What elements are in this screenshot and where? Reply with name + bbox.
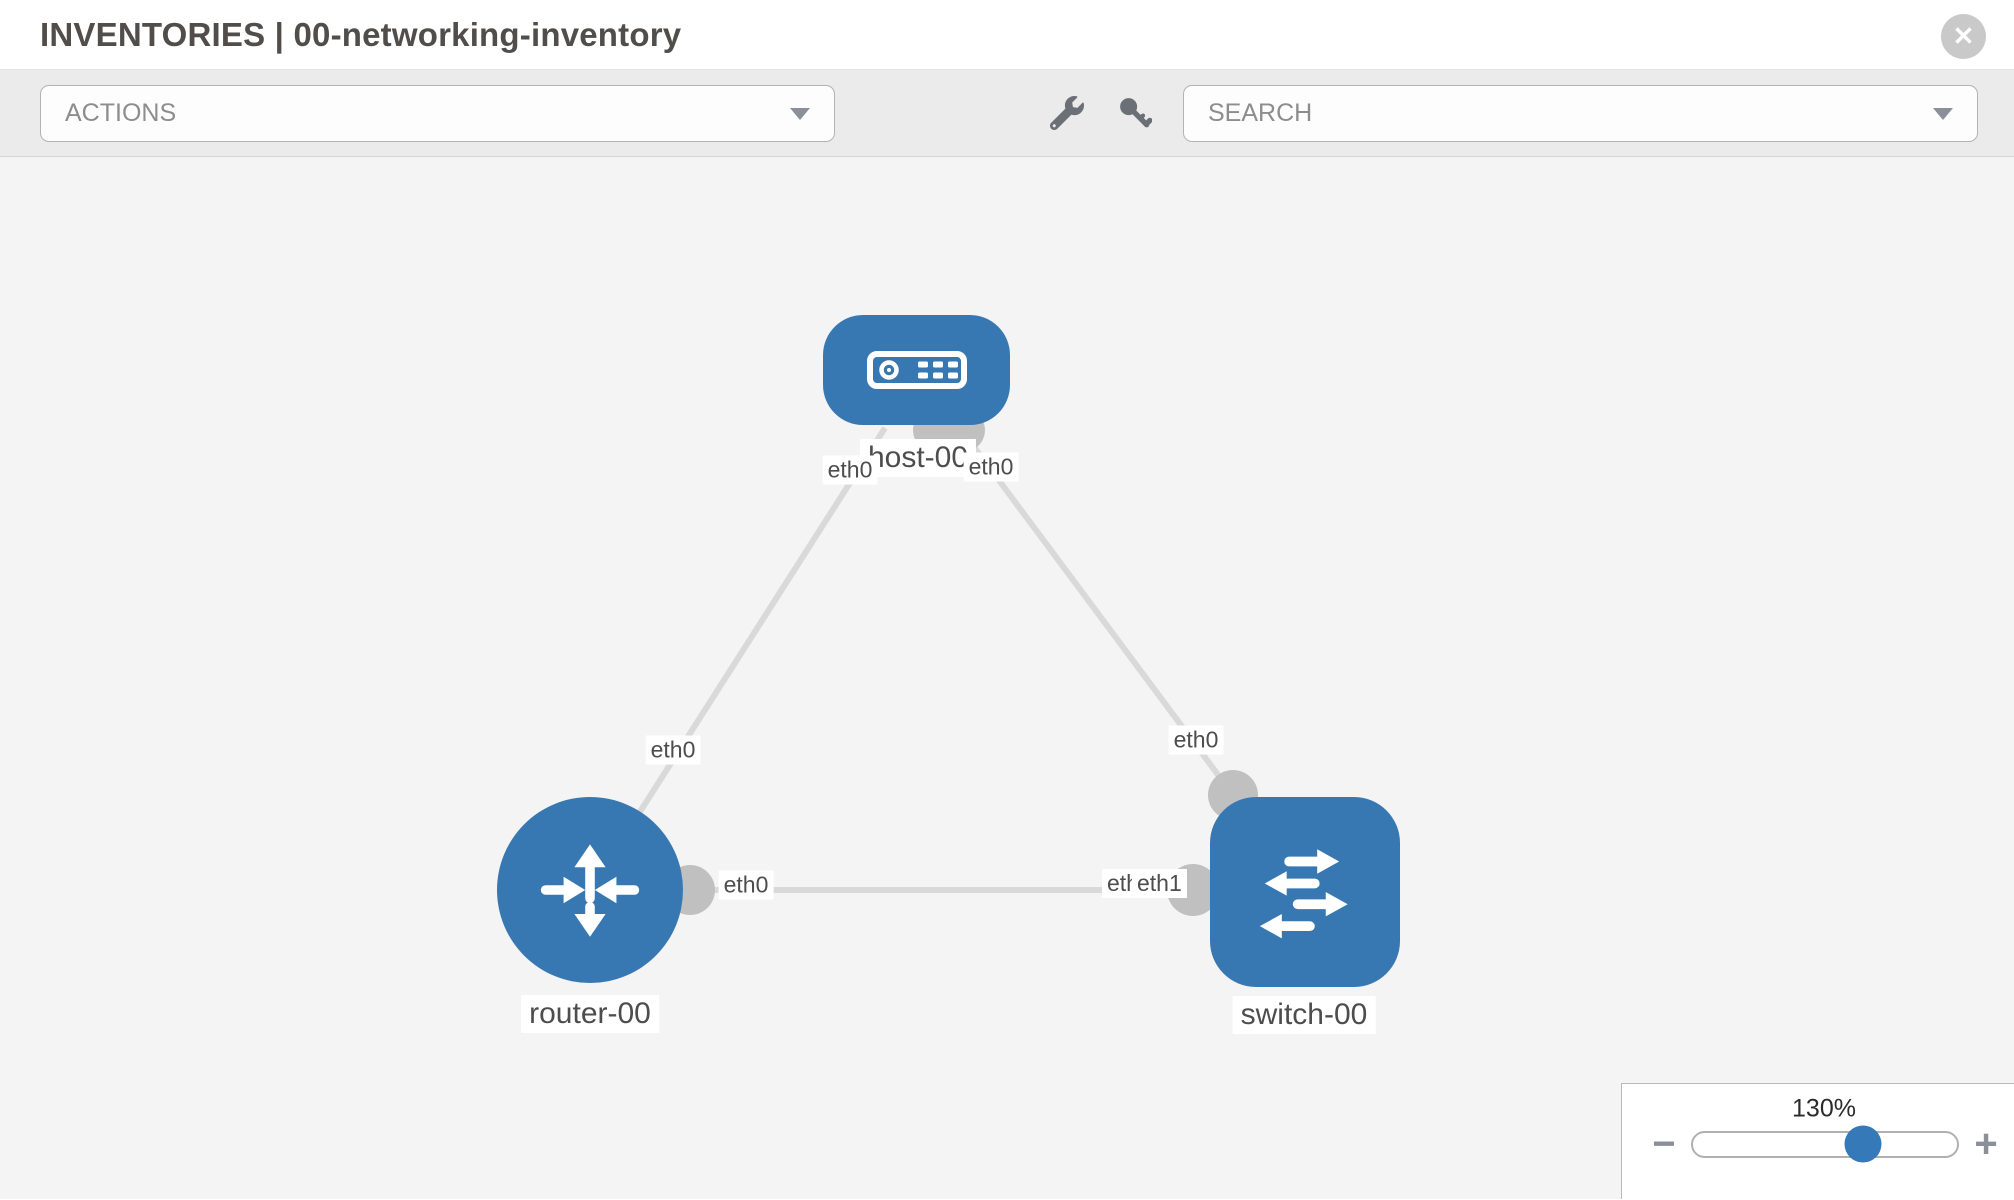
router-icon (540, 844, 640, 937)
zoom-out-button[interactable]: − (1652, 1122, 1676, 1166)
topology-links-layer (587, 408, 1258, 916)
zoom-level-value: 130% (1792, 1094, 1856, 1123)
node-host-00[interactable] (823, 315, 1010, 425)
zoom-slider-handle[interactable] (1844, 1125, 1882, 1163)
wrench-icon (1050, 96, 1084, 130)
actions-dropdown[interactable]: ACTIONS (40, 85, 835, 142)
node-router-00[interactable] (497, 797, 683, 983)
node-label-router-00: router-00 (521, 995, 659, 1033)
close-icon[interactable]: ✕ (1941, 14, 1986, 59)
node-label-host-00: host-00 (859, 439, 977, 477)
if-label-router-eth0: eth0 (718, 870, 774, 900)
topology-canvas[interactable]: host-00 router-00 switch-00 eth0 eth0 et… (0, 157, 2014, 1199)
topology-toolbar: ACTIONS SEARCH (0, 70, 2014, 157)
chevron-down-icon (790, 107, 810, 120)
search-dropdown[interactable]: SEARCH (1183, 85, 1978, 142)
search-placeholder: SEARCH (1208, 99, 1313, 127)
switch-icon (1259, 849, 1348, 939)
node-switch-00[interactable] (1210, 797, 1400, 987)
node-label-switch-00: switch-00 (1232, 996, 1376, 1034)
zoom-panel: 130% − + (1621, 1083, 2014, 1199)
if-label-host-eth0-left: eth0 (822, 455, 878, 485)
if-label-switch-eth1: eth1 (1132, 869, 1187, 898)
zoom-in-button[interactable]: + (1974, 1122, 1998, 1166)
close-icon-glyph: ✕ (1952, 21, 1975, 51)
actions-dropdown-label: ACTIONS (65, 99, 177, 127)
credentials-key-button[interactable] (1115, 93, 1155, 133)
if-label-switch-top-eth0: eth0 (1168, 725, 1224, 755)
page-title: INVENTORIES | 00-networking-inventory (40, 15, 682, 53)
if-label-router-link-eth0: eth0 (645, 735, 701, 765)
chevron-down-icon (1933, 107, 1953, 120)
if-label-switch-eth0-clipped: eth0 (1102, 869, 1134, 898)
configure-wrench-button[interactable] (1047, 93, 1087, 133)
zoom-slider-track[interactable] (1691, 1131, 1959, 1158)
if-label-host-eth0-right: eth0 (963, 452, 1019, 482)
host-server-icon (866, 351, 967, 389)
key-icon (1120, 98, 1152, 128)
inventory-header: INVENTORIES | 00-networking-inventory ✕ (0, 0, 2014, 70)
